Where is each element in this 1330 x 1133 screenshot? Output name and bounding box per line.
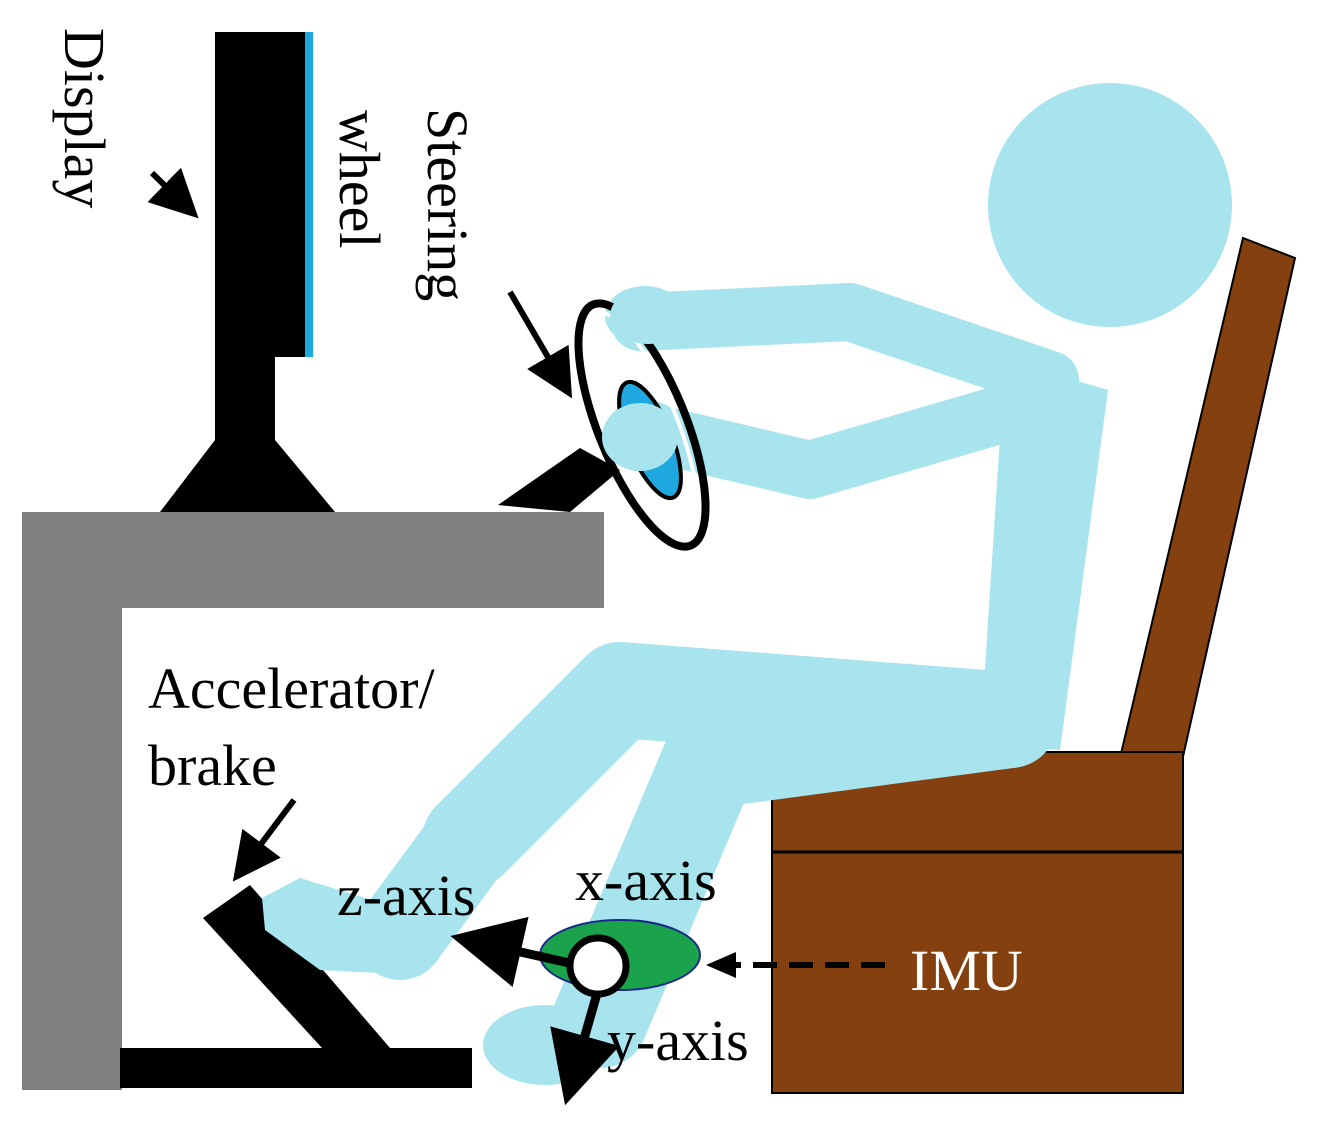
y-axis-arrow: [550, 988, 620, 1106]
display-neck: [215, 357, 275, 442]
x-axis-label: x-axis: [575, 848, 717, 913]
desk-leg: [22, 512, 122, 1090]
steering-column: [498, 448, 620, 512]
steering-label-line1: Steering: [415, 108, 480, 301]
driver-foot: [262, 878, 430, 975]
driver-head: [988, 83, 1232, 327]
y-axis-label: y-axis: [607, 1008, 749, 1073]
seat-cushion: [771, 751, 1184, 1094]
display-stand: [160, 440, 335, 512]
z-axis-arrow: [450, 916, 579, 988]
imu-pointer-arrowhead: [706, 952, 736, 978]
display-monitor: [160, 32, 335, 512]
imu-label: IMU: [910, 938, 1023, 1003]
pedal-base: [120, 1048, 472, 1088]
steering-label-line2: wheel: [327, 110, 392, 249]
z-axis-label: z-axis: [337, 863, 476, 928]
display-screen: [215, 32, 305, 357]
seat: [771, 236, 1297, 1094]
driver-torso: [980, 360, 1108, 750]
pedal: [120, 885, 472, 1088]
steering-pointer-arrow: [507, 290, 573, 399]
imu-sensor: [450, 916, 701, 1106]
display-screen-edge: [305, 32, 313, 357]
imu-origin: [566, 934, 630, 998]
desk: [22, 512, 604, 1090]
pedal-label-line1: Accelerator/: [148, 656, 435, 721]
pedal-plate: [203, 885, 390, 1048]
display-label: Display: [52, 28, 117, 208]
pedal-pointer-arrow: [232, 798, 297, 882]
steering-wheel-rim: [574, 299, 710, 551]
driver-forearm: [611, 283, 1079, 409]
display-pointer-arrow: [147, 167, 199, 219]
driver-hand-top-front: [610, 288, 686, 344]
pedal-label-line2: brake: [148, 733, 277, 798]
driver-hand-bottom-front: [602, 403, 678, 471]
